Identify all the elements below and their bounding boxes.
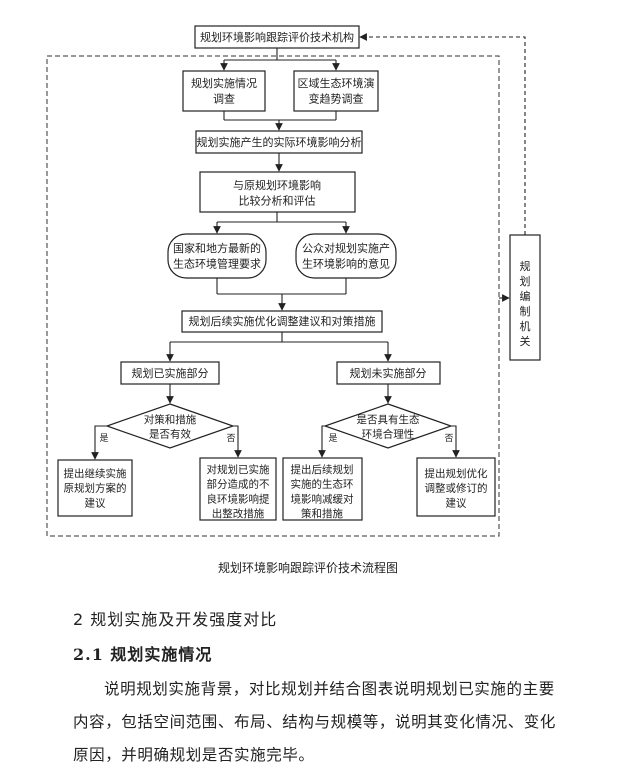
public-opinion-box: 公众对规划实施产生环境影响的意见: [295, 233, 397, 279]
body-paragraph: 说明规划实施背景，对比规划并结合图表说明规划已实施的主要内容，包括空间范围、布局…: [73, 680, 557, 764]
actual-impact-label: 规划实施产生的实际环境影响分析: [197, 135, 362, 149]
survey-plan-label: 规划实施情况调查: [191, 76, 257, 105]
top-box-label: 规划环境影响跟踪评价技术机构: [200, 30, 354, 44]
suggestions-label: 规划后续实施优化调整建议和对策措施: [189, 314, 376, 328]
not-implemented-label: 规划未实施部分: [350, 366, 427, 380]
public-opinion-label: 公众对规划实施产生环境影响的意见: [302, 241, 390, 270]
connectors: [91, 33, 526, 460]
national-requirement-label: 国家和地方最新的生态环境管理要求: [173, 241, 261, 270]
survey-region-box: 区域生态环境演变趋势调查: [293, 70, 379, 112]
decision-right-label: 是否具有生态环境合理性: [357, 413, 420, 441]
dashed-frame: [46, 55, 500, 537]
national-requirement-box: 国家和地方最新的生态环境管理要求: [167, 233, 267, 279]
yes-label-left: 是: [99, 433, 108, 444]
outcome-box-2: 对规划已实施部分造成的不良环境影响提出整改措施: [199, 457, 277, 521]
outcome-box-1: 提出继续实施原规划方案的建议: [57, 459, 133, 517]
compare-box: 与原规划环境影响比较分析和评估: [199, 171, 356, 213]
flowchart: 规划环境影响跟踪评价技术机构 规划实施情况调查 区域生态环境演变趋势调查 规划实…: [46, 25, 541, 575]
outcome-2-label: 对规划已实施部分造成的不良环境影响提出整改措施: [207, 463, 270, 520]
outcome-1-label: 提出继续实施原规划方案的建议: [64, 467, 127, 509]
section-heading: 2 规划实施及开发强度对比: [73, 610, 278, 629]
decision-left-diamond: 对策和措施是否有效: [105, 403, 235, 449]
implemented-label: 规划已实施部分: [132, 366, 209, 380]
subsection-heading: 2.1 规划实施情况: [73, 645, 213, 664]
implemented-box: 规划已实施部分: [120, 361, 220, 385]
suggestions-box: 规划后续实施优化调整建议和对策措施: [181, 310, 383, 333]
figure-caption: 规划环境影响跟踪评价技术流程图: [218, 560, 398, 575]
yes-label-right: 是: [328, 433, 337, 444]
survey-plan-box: 规划实施情况调查: [182, 70, 266, 112]
decision-left-label: 对策和措施是否有效: [144, 413, 197, 441]
actual-impact-box: 规划实施产生的实际环境影响分析: [195, 130, 363, 154]
decision-right-diamond: 是否具有生态环境合理性: [323, 403, 453, 449]
no-label-left: 否: [226, 433, 235, 444]
not-implemented-box: 规划未实施部分: [336, 361, 441, 385]
top-box: 规划环境影响跟踪评价技术机构: [194, 25, 360, 49]
compare-label: 与原规划环境影响比较分析和评估: [233, 178, 321, 207]
outcome-box-3: 提出后续规划实施的生态环境影响减缓对策和措施: [282, 457, 363, 521]
no-label-right: 否: [444, 433, 453, 444]
side-box-label: 规划编制机关: [520, 259, 531, 348]
outcome-box-4: 提出规划优化调整或修订的建议: [416, 457, 496, 517]
side-box: 规划编制机关: [509, 234, 541, 361]
survey-region-label: 区域生态环境演变趋势调查: [298, 76, 375, 105]
outcome-3-label: 提出后续规划实施的生态环境影响减缓对策和措施: [291, 463, 354, 520]
outcome-4-label: 提出规划优化调整或修订的建议: [425, 467, 488, 509]
